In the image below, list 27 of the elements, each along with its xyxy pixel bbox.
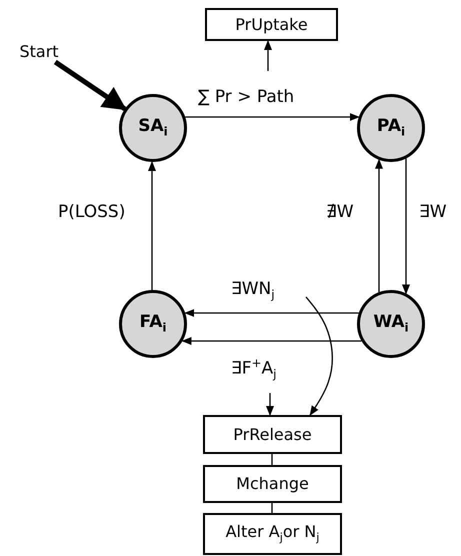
arrow [306,296,333,416]
box-label: PrUptake [235,16,308,32]
edge-label: ∑ Pr > Path [197,88,296,107]
connector-arrow [148,160,156,290]
process-box [205,8,338,41]
edge-label: ∃WN$_{j}$ [230,280,276,302]
connector-arrow [184,309,359,317]
state-label: PA$_{i}$ [376,118,406,138]
edge-label: P(LOSS) [57,203,126,222]
state-label: WA$_{i}$ [373,314,409,334]
connector-arrow [185,113,360,121]
connector-arrow [402,158,410,294]
edge-label: ∃F$^{+}$A$_{j}$ [230,357,278,382]
state-label: FA$_{i}$ [140,314,166,334]
start-label: Start [14,40,64,62]
arrow [266,393,274,416]
box-label: PrRelease [233,426,312,442]
arrow [264,40,272,71]
state-label: SA$_{i}$ [138,118,168,138]
process-box [203,415,342,454]
process-box [203,465,342,503]
box-label: Mchange [236,476,309,492]
process-box [203,513,342,555]
box-label: Alter A$_{j}$or N$_{j}$ [226,524,320,544]
connector-arrow [181,337,362,345]
connector-arrow [375,158,383,292]
connector-arrow [54,60,127,112]
